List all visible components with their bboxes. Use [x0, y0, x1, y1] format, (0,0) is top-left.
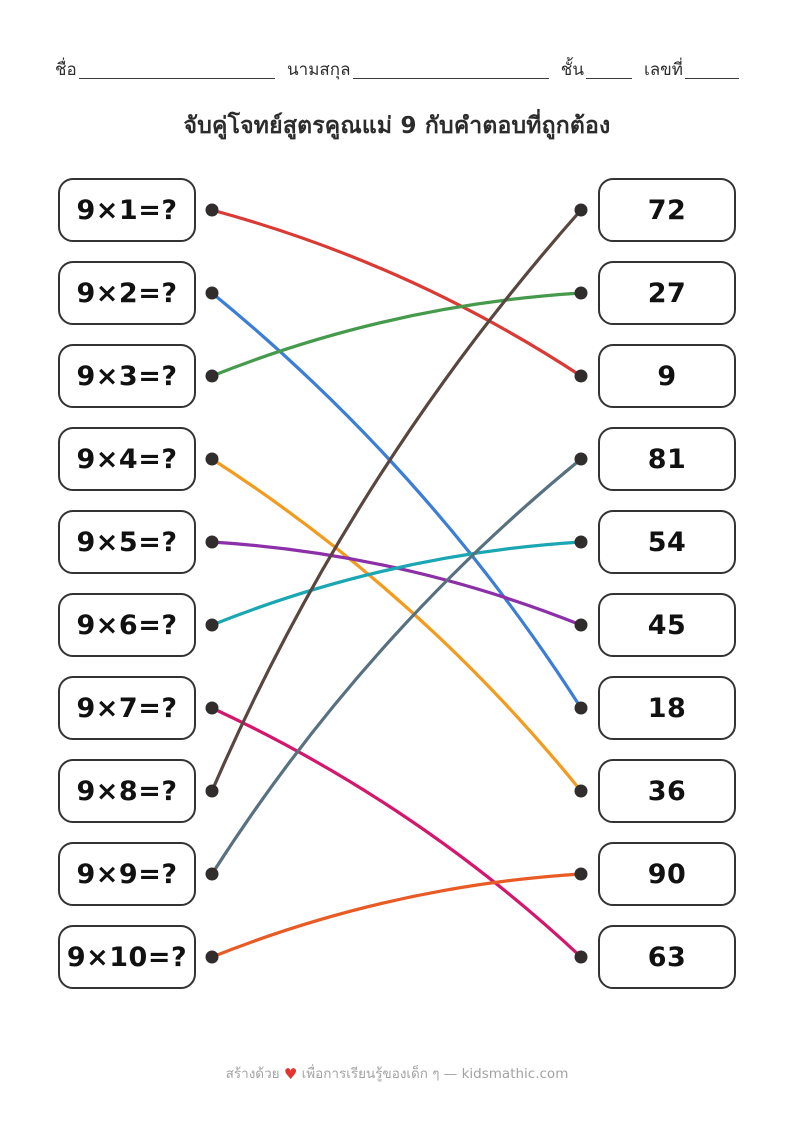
- connection-line: [210, 208, 583, 793]
- surname-label: นามสกุล: [287, 60, 351, 80]
- answer-box-8: 36: [598, 759, 736, 823]
- connection-dot: [574, 286, 588, 300]
- name-blank-line: [78, 77, 276, 79]
- connection-dot: [574, 867, 588, 881]
- answer-box-3: 9: [598, 344, 736, 408]
- problem-box-10: 9×10=?: [58, 925, 196, 989]
- problem-box-1: 9×1=?: [58, 178, 196, 242]
- connection-dot: [574, 203, 588, 217]
- class-label: ชั้น: [560, 60, 584, 80]
- connection-line: [210, 208, 583, 378]
- connection-dot: [574, 701, 588, 715]
- problem-box-7: 9×7=?: [58, 676, 196, 740]
- answer-box-9: 90: [598, 842, 736, 906]
- connection-line: [210, 291, 583, 378]
- student-info-header: ชื่อ นามสกุล ชั้น เลขที่: [55, 58, 741, 83]
- problem-box-9: 9×9=?: [58, 842, 196, 906]
- problem-box-6: 9×6=?: [58, 593, 196, 657]
- problem-box-5: 9×5=?: [58, 510, 196, 574]
- class-blank-line: [585, 77, 632, 79]
- problem-box-3: 9×3=?: [58, 344, 196, 408]
- connection-line: [210, 706, 583, 959]
- answer-box-6: 45: [598, 593, 736, 657]
- connection-line: [210, 291, 583, 710]
- connection-line: [210, 457, 583, 793]
- connection-dot: [205, 369, 219, 383]
- answer-box-2: 27: [598, 261, 736, 325]
- answer-box-10: 63: [598, 925, 736, 989]
- problem-box-8: 9×8=?: [58, 759, 196, 823]
- connection-dot: [574, 452, 588, 466]
- connection-dot: [205, 203, 219, 217]
- connection-dot: [574, 535, 588, 549]
- connection-dot: [205, 867, 219, 881]
- page-title: จับคู่โจทย์สูตรคูณแม่ 9 กับคำตอบที่ถูกต้…: [183, 113, 611, 139]
- answer-box-1: 72: [598, 178, 736, 242]
- surname-blank-line: [352, 77, 549, 79]
- connection-dot: [205, 618, 219, 632]
- heart-icon: ♥: [283, 1065, 298, 1083]
- connection-dot: [205, 535, 219, 549]
- connection-line: [210, 872, 583, 959]
- name-label: ชื่อ: [55, 60, 77, 80]
- connection-dot: [574, 369, 588, 383]
- footer-text-before: สร้างด้วย: [225, 1066, 280, 1082]
- problem-box-2: 9×2=?: [58, 261, 196, 325]
- connection-dot: [205, 452, 219, 466]
- answer-box-5: 54: [598, 510, 736, 574]
- answers-column: 72 27 9 81 54 45 18 36 90 63: [598, 178, 736, 989]
- connection-dot: [574, 950, 588, 964]
- footer-credit: สร้างด้วย ♥ เพื่อการเรียนรู้ของเด็ก ๆ — …: [0, 1062, 794, 1084]
- connection-line: [210, 540, 583, 627]
- number-blank-line: [685, 77, 740, 79]
- problems-column: 9×1=? 9×2=? 9×3=? 9×4=? 9×5=? 9×6=? 9×7=…: [58, 178, 196, 989]
- footer-text-after: เพื่อการเรียนรู้ของเด็ก ๆ — kidsmathic.c…: [301, 1066, 569, 1082]
- connection-line: [210, 540, 583, 627]
- problem-box-4: 9×4=?: [58, 427, 196, 491]
- connection-dot: [574, 784, 588, 798]
- number-label: เลขที่: [643, 60, 684, 80]
- connection-line: [210, 457, 583, 876]
- answer-box-4: 81: [598, 427, 736, 491]
- answer-box-7: 18: [598, 676, 736, 740]
- connection-dot: [205, 701, 219, 715]
- connection-dot: [205, 286, 219, 300]
- connection-dot: [205, 950, 219, 964]
- connection-dot: [574, 618, 588, 632]
- connection-dot: [205, 784, 219, 798]
